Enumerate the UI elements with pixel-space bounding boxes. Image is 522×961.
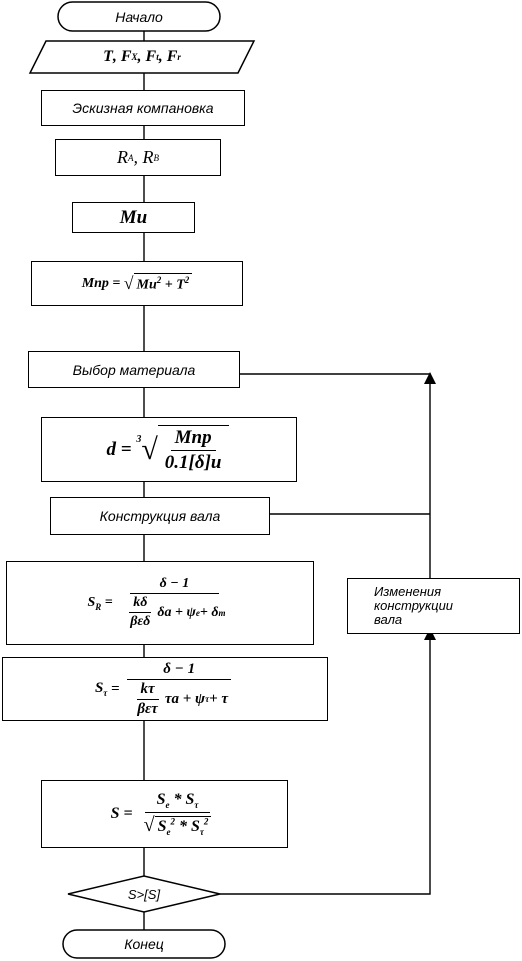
s-total-sqrt-sign: √	[143, 813, 155, 836]
reaction-a-symbol: R	[117, 147, 128, 167]
force-r-symbol: F	[166, 48, 178, 65]
s-tau-term: τa + ψ	[164, 690, 206, 707]
s-sigma-psi-subscript: e	[195, 607, 200, 618]
force-r-subscript: r	[177, 52, 181, 62]
s-total-lhs: S	[110, 805, 120, 822]
design-change-block: Изменения конструкции вала	[347, 578, 520, 634]
reduced-moment-radicand: Mu2 + T2	[133, 273, 193, 294]
s-sigma-tail-subscript: m	[218, 607, 226, 618]
s-sigma-subscript: R	[95, 601, 102, 612]
s-total-num-s1: S	[156, 791, 166, 809]
force-t-subscript: t	[156, 52, 159, 62]
diameter-denominator: 0.1[δ]u	[161, 451, 226, 474]
s-total-den-mid: * S	[175, 817, 200, 835]
force-x-subscript: X	[131, 52, 138, 62]
denominator-delta: δ	[194, 452, 205, 473]
diameter-numerator: Mnp	[170, 427, 216, 451]
reduced-moment-lhs: Mnp	[81, 275, 109, 291]
s-total-denominator: √Se2 * Sτ2	[140, 813, 216, 837]
radicand-torque: T	[176, 277, 185, 293]
design-change-line-1: Изменения	[374, 584, 442, 599]
material-choice-block: Выбор материала	[28, 351, 240, 388]
shaft-design-label: Конструкция вала	[99, 508, 221, 524]
design-change-line-2: конструкции	[374, 598, 454, 613]
s-tau-numerator: δ − 1	[127, 661, 232, 680]
force-x-symbol: F	[120, 48, 132, 65]
s-total-fraction: Se * Sτ √Se2 * Sτ2	[140, 791, 216, 837]
s-sigma-numerator: δ − 1	[129, 576, 220, 594]
condition-diamond	[67, 875, 221, 913]
total-safety-factor-block: S = Se * Sτ √Se2 * Sτ2	[41, 780, 288, 848]
end-label: Конец	[124, 936, 164, 952]
s-sigma-inner-denominator: βεδ	[130, 614, 151, 629]
s-total-num-mid: * S	[169, 791, 195, 809]
start-label: Начало	[115, 8, 163, 25]
material-choice-label: Выбор материала	[72, 361, 196, 378]
reaction-b-subscript: B	[153, 152, 160, 163]
reaction-a-subscript: A	[128, 152, 134, 163]
s-sigma-tail: + δ	[199, 604, 219, 620]
s-tau-inner-denominator: βετ	[137, 700, 158, 717]
s-total-den-exp1: 2	[170, 816, 176, 827]
condition-label: S>[S]	[127, 886, 161, 902]
s-tau-psi-subscript: τ	[205, 694, 210, 704]
radicand-bending: Mu	[136, 277, 157, 293]
bending-moment-label: Mu	[119, 206, 148, 228]
s-total-den-s1: S	[157, 817, 167, 835]
end-terminal	[62, 929, 226, 959]
sketch-layout-label: Эскизная компановка	[72, 100, 214, 116]
denominator-part-a: 0.1[	[164, 452, 195, 473]
s-sigma-inner-numerator: kδ	[129, 595, 152, 613]
s-total-den-sub1: e	[166, 826, 171, 837]
start-terminal	[57, 1, 221, 32]
force-t-symbol: F	[145, 48, 157, 65]
torque-symbol: T	[103, 48, 113, 65]
diameter-lhs: d	[106, 438, 116, 460]
s-total-den-sub2: τ	[199, 826, 204, 837]
reaction-b-symbol: R	[142, 147, 154, 167]
sqrt-sign: √	[123, 273, 134, 293]
sketch-layout-block: Эскизная компановка	[41, 90, 245, 126]
s-tau-subscript: τ	[103, 688, 108, 698]
s-sigma-symbol: S	[87, 594, 96, 610]
denominator-part-b: ]u	[204, 452, 222, 473]
design-change-line-3: вала	[374, 612, 403, 627]
s-total-radicand: Se2 * Sτ2	[154, 815, 212, 837]
cube-root-sign: √	[141, 432, 158, 466]
s-total-den-exp2: 2	[203, 816, 209, 827]
s-tau-inner-numerator: kτ	[136, 681, 159, 700]
cube-root-index: 3	[136, 434, 142, 445]
s-total-num-sub2: τ	[194, 800, 199, 811]
s-sigma-term: δa + ψ	[157, 604, 196, 620]
s-total-num-sub1: e	[165, 800, 170, 811]
s-total-numerator: Se * Sτ	[144, 791, 211, 813]
s-tau-symbol: S	[94, 680, 104, 696]
shaft-design-block: Конструкция вала	[50, 497, 270, 535]
s-tau-tail: + τ	[209, 690, 229, 707]
bending-moment-block: Mu	[72, 202, 195, 233]
s-sigma-lhs: SR	[87, 595, 101, 612]
input-parallelogram	[28, 40, 256, 74]
s-tau-lhs: Sτ	[95, 680, 107, 698]
reduced-moment-block: Mnp = √Mu2 + T2	[31, 261, 243, 306]
